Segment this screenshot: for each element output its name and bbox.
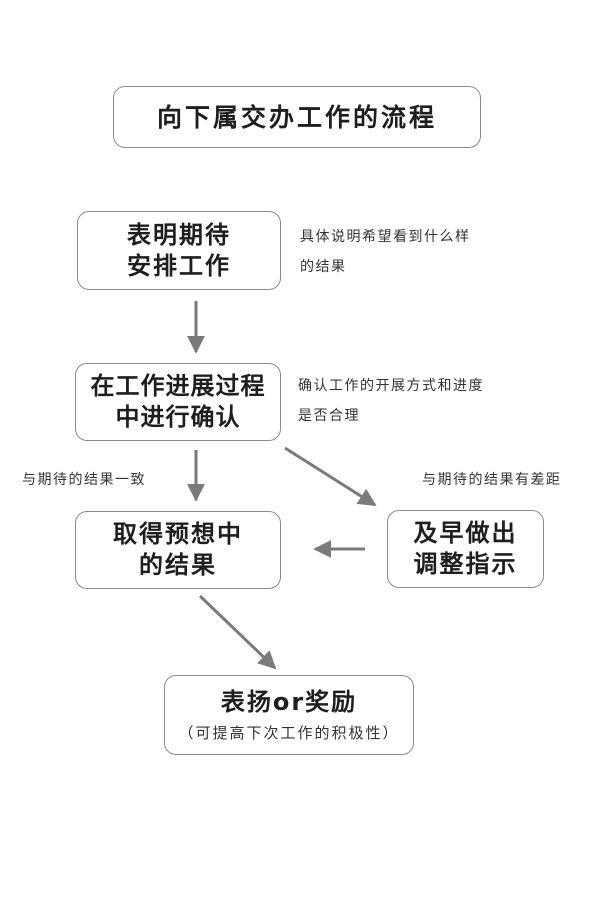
step-praise-reward-note: （可提高下次工作的积极性） [178, 723, 400, 742]
arrow-step3-to-step5 [198, 594, 277, 670]
step-set-expectations: 表明期待 安排工作 [77, 211, 281, 290]
step-expected-result: 取得预想中 的结果 [75, 511, 281, 589]
title-box: 向下属交办工作的流程 [113, 86, 481, 148]
note-set-expectations: 具体说明希望看到什么样 的结果 [300, 222, 471, 282]
step-confirm-progress: 在工作进展过程 中进行确认 [75, 363, 281, 441]
label-consistent-text: 与期待的结果一致 [22, 472, 146, 488]
step-set-expectations-line-2: 安排工作 [127, 251, 231, 280]
note-confirm-progress-line-1: 确认工作的开展方式和进度 [298, 378, 484, 394]
step-confirm-progress-line-2: 中进行确认 [115, 403, 241, 431]
note-confirm-progress-line-2: 是否合理 [298, 408, 360, 424]
step-adjust-instructions-line-2: 调整指示 [413, 550, 518, 578]
step-praise-reward-title: 表扬or奖励 [220, 687, 358, 716]
step-adjust-instructions-line-1: 及早做出 [413, 519, 518, 547]
label-gap-text: 与期待的结果有差距 [422, 472, 562, 488]
diagram-title: 向下属交办工作的流程 [156, 102, 437, 132]
arrow-step2-to-step4 [284, 446, 377, 507]
note-set-expectations-line-2: 的结果 [300, 259, 347, 275]
label-gap: 与期待的结果有差距 [422, 465, 562, 495]
step-set-expectations-line-1: 表明期待 [127, 220, 231, 249]
step-confirm-progress-line-1: 在工作进展过程 [90, 372, 266, 400]
label-consistent: 与期待的结果一致 [22, 465, 146, 495]
note-confirm-progress: 确认工作的开展方式和进度 是否合理 [298, 371, 484, 431]
step-expected-result-line-1: 取得预想中 [113, 520, 243, 548]
step-praise-reward: 表扬or奖励 （可提高下次工作的积极性） [164, 675, 414, 755]
note-set-expectations-line-1: 具体说明希望看到什么样 [300, 229, 471, 245]
step-adjust-instructions: 及早做出 调整指示 [387, 510, 544, 588]
step-expected-result-line-2: 的结果 [139, 551, 217, 579]
